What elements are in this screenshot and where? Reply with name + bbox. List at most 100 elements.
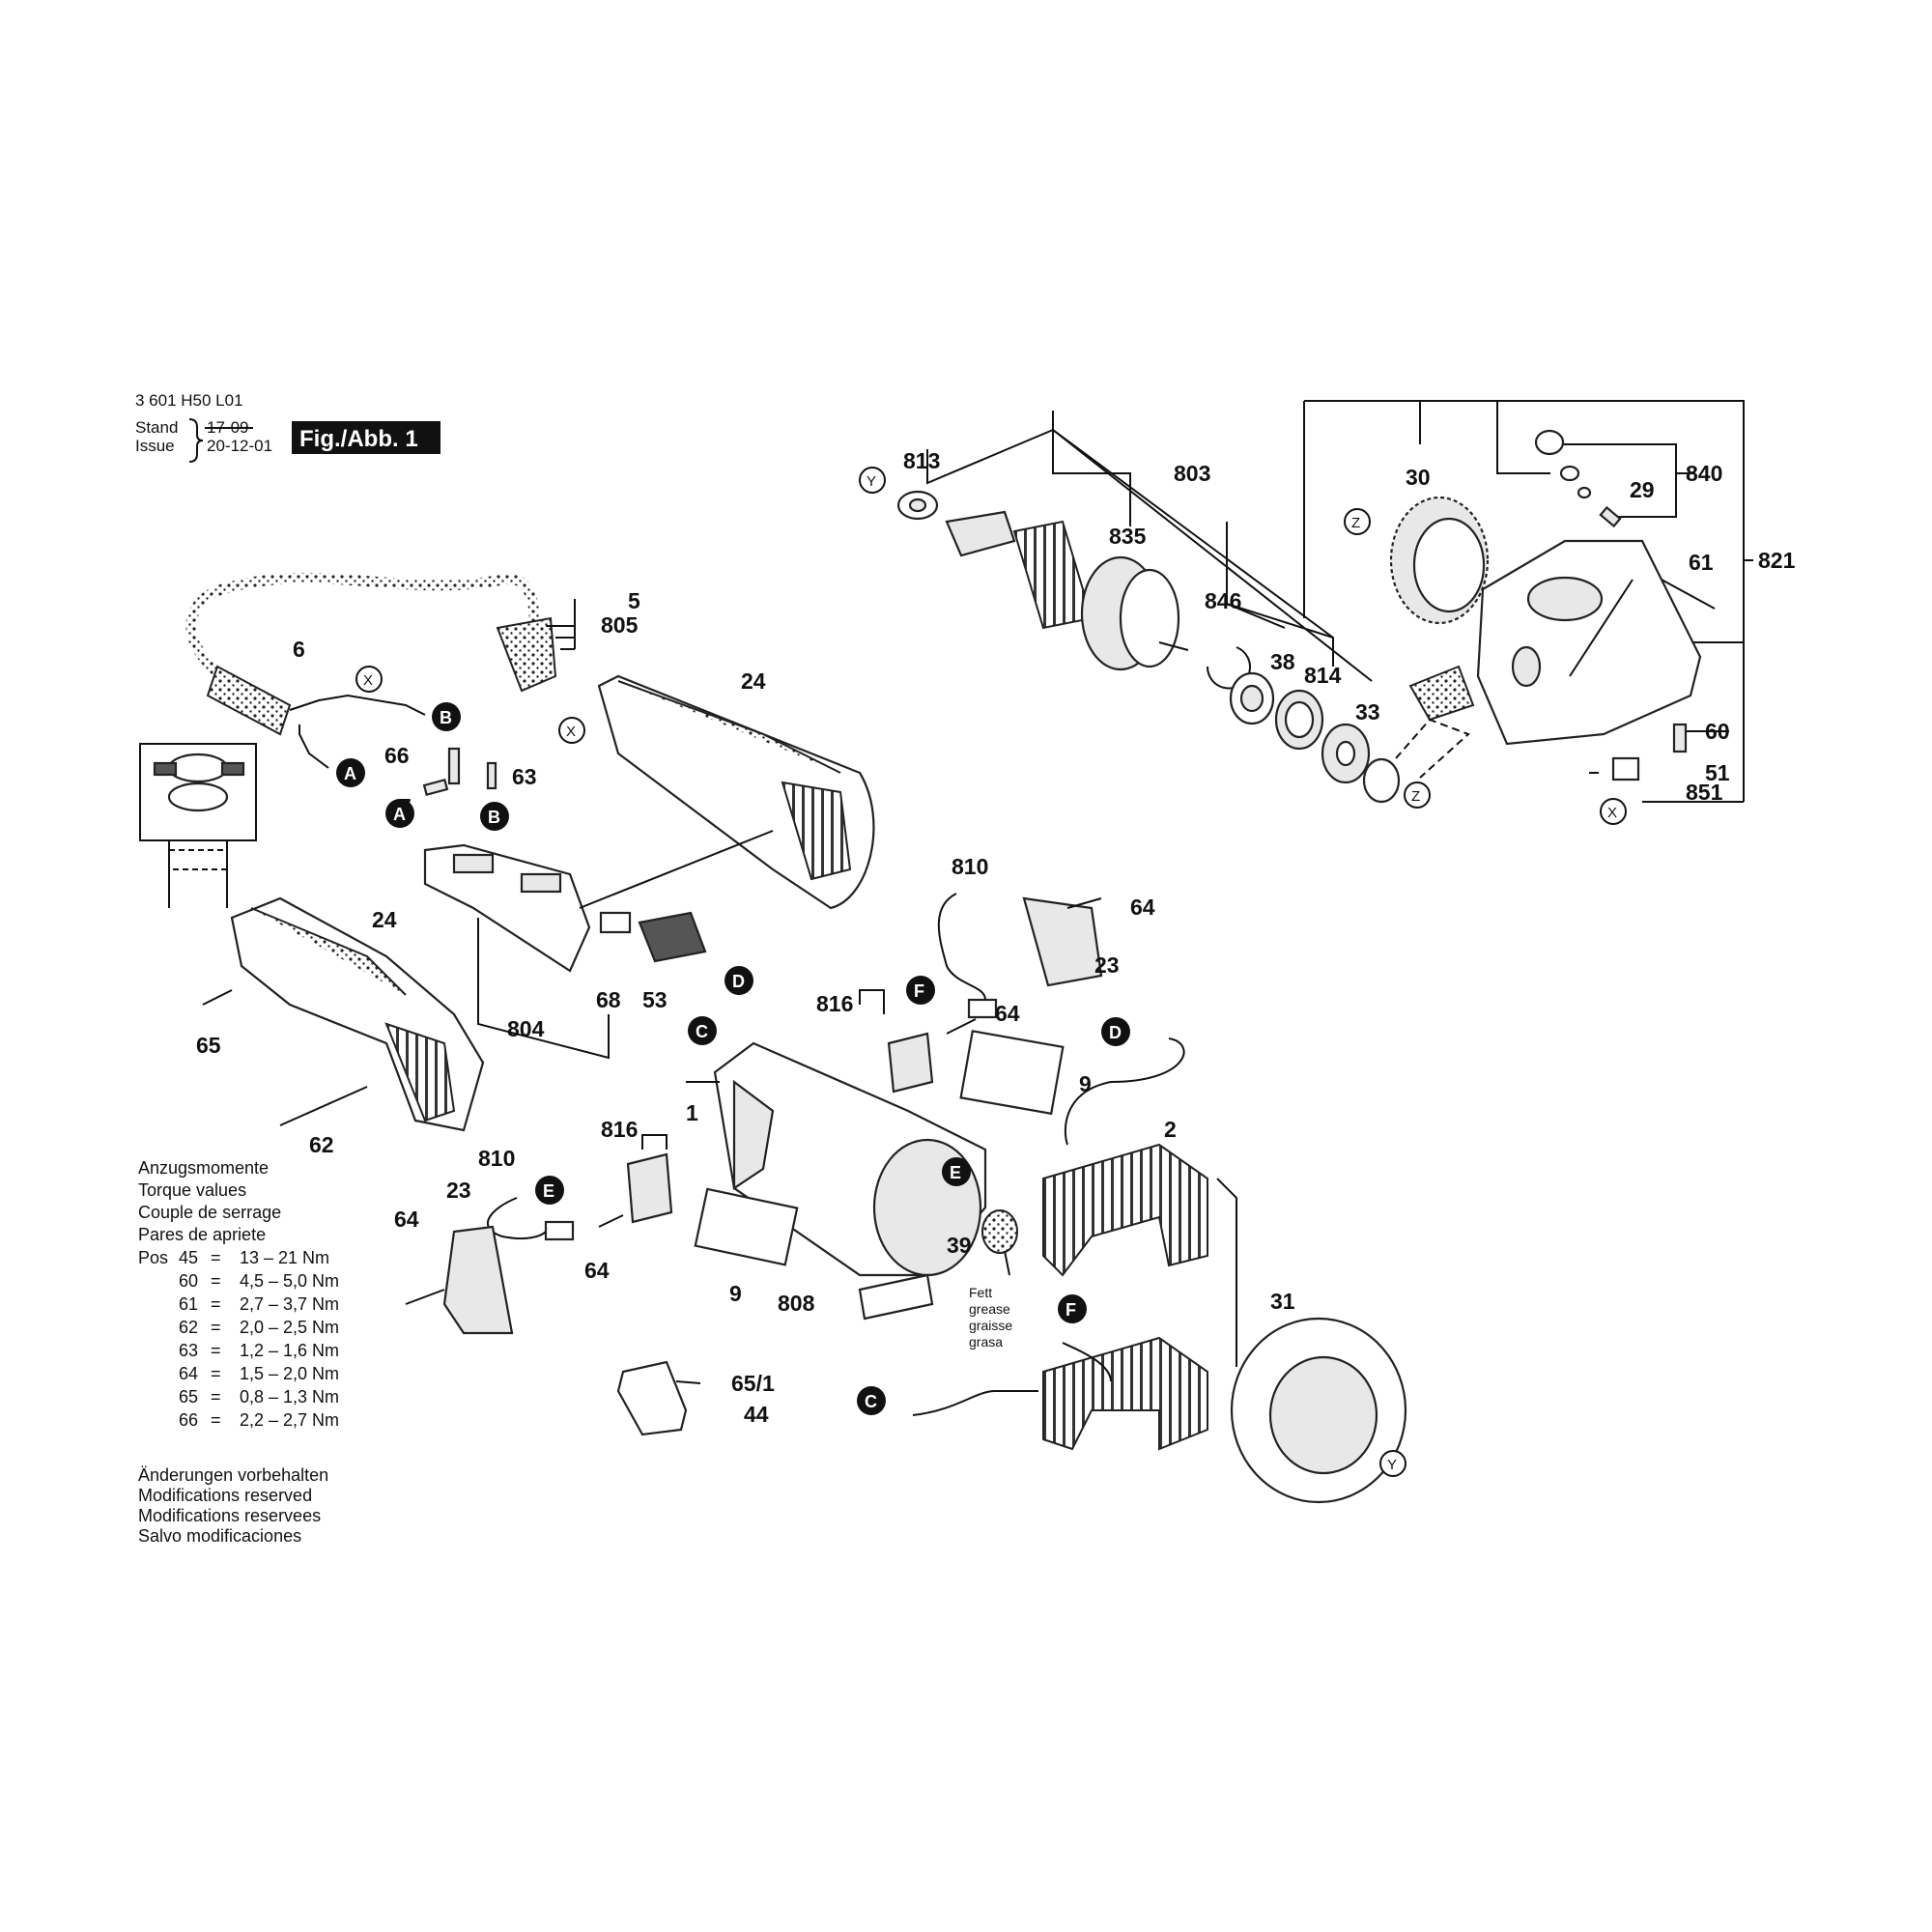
grease-es: grasa <box>969 1334 1003 1350</box>
ref-marker-b <box>480 802 509 831</box>
torque-table: Anzugsmomente Torque values Couple de se… <box>138 1158 339 1430</box>
svg-text:E: E <box>543 1181 554 1201</box>
part-label-64-left: 64 <box>394 1207 419 1232</box>
lower-handle-24 <box>202 896 485 1132</box>
nut-851 <box>1611 756 1640 781</box>
brush-cap-23-upper <box>1022 896 1103 987</box>
brace-icon <box>188 418 204 463</box>
torque-row-eq: = <box>211 1271 221 1291</box>
part-label-813: 813 <box>903 448 940 473</box>
switch-slider-53 <box>638 911 707 963</box>
part-label-39: 39 <box>947 1233 972 1258</box>
part-label-821: 821 <box>1758 548 1796 573</box>
grease-fr: graisse <box>969 1318 1012 1333</box>
issue-label: Issue <box>135 437 175 455</box>
bracket-840 <box>1546 443 1677 518</box>
svg-text:F: F <box>1065 1300 1076 1320</box>
part-label-62: 62 <box>309 1132 334 1157</box>
part-label-810-lower: 810 <box>478 1146 515 1171</box>
stator-lower <box>1042 1336 1208 1451</box>
part-label-65-1: 65/1 <box>731 1371 775 1396</box>
doc-number: 3 601 H50 L01 <box>135 391 243 410</box>
torque-row-eq: = <box>211 1248 221 1267</box>
svg-text:X: X <box>1607 805 1617 821</box>
torque-title-fr: Couple de serrage <box>138 1203 281 1222</box>
torque-row-pos: 63 <box>179 1341 198 1360</box>
switch-assembly <box>422 747 774 1060</box>
svg-text:Y: Y <box>867 473 876 490</box>
ref-marker-f <box>906 976 935 1005</box>
bracket-821 <box>1304 400 1745 802</box>
part-label-31: 31 <box>1270 1289 1295 1314</box>
part-label-60: 60 <box>1705 719 1730 744</box>
pad-9-lower <box>694 1187 799 1266</box>
svg-text:C: C <box>865 1392 877 1411</box>
torque-row-value: 13 – 21 Nm <box>240 1248 329 1267</box>
part-label-805: 805 <box>601 612 639 638</box>
reference-markers: A A B B C C D D E E F F X X X Y Y Z <box>336 467 1627 1477</box>
bracket-835 <box>1052 430 1131 526</box>
torque-row-pos: 60 <box>179 1271 198 1291</box>
torque-title-en: Torque values <box>138 1180 246 1200</box>
part-label-814: 814 <box>1304 663 1342 688</box>
screw-63 <box>486 761 497 790</box>
svg-text:D: D <box>732 972 745 991</box>
clamp-7 <box>422 778 449 797</box>
part-label-23-upper: 23 <box>1094 952 1120 978</box>
ref-marker-d <box>724 966 753 995</box>
pad-9-upper <box>959 1030 1065 1116</box>
ref-marker-d <box>1101 1017 1130 1046</box>
part-label-816-lower: 816 <box>601 1117 638 1142</box>
svg-text:F: F <box>914 981 924 1001</box>
part-label-61: 61 <box>1689 550 1714 575</box>
screw-66 <box>447 747 461 785</box>
part-numbers: 813 803 835 30 29 840 821 61 846 38 814 … <box>196 448 1796 1427</box>
switch-lock-44 <box>616 1360 688 1436</box>
power-cord <box>190 577 536 677</box>
screw-64-upper <box>1066 897 1102 909</box>
screw-62 <box>279 1086 368 1126</box>
screw-61 <box>1661 579 1716 610</box>
stand-label: Stand <box>135 418 178 437</box>
torque-row-pos: 61 <box>179 1294 198 1314</box>
bracket-813-803 <box>926 429 1054 485</box>
ref-marker-b <box>432 702 461 731</box>
part-label-29: 29 <box>1630 477 1655 502</box>
leader-803-33 <box>1052 429 1373 682</box>
ref-marker-c <box>857 1386 886 1415</box>
svg-text:A: A <box>393 805 406 824</box>
svg-text:Z: Z <box>1411 788 1420 805</box>
part-label-9-upper: 9 <box>1079 1071 1092 1096</box>
ref-marker-y <box>1379 1450 1406 1477</box>
grease-cap-39 <box>981 1209 1018 1254</box>
torque-row-eq: = <box>211 1318 221 1337</box>
grease-en: grease <box>969 1301 1010 1317</box>
ref-marker-y <box>859 467 886 494</box>
part-label-24-lower: 24 <box>372 907 397 932</box>
part-label-68: 68 <box>596 987 621 1012</box>
brush-holder-816-upper <box>887 1032 934 1094</box>
part-label-1: 1 <box>686 1100 698 1125</box>
screw-64-low <box>598 1214 624 1228</box>
wiring-schematic <box>139 743 257 908</box>
schematic-frame <box>139 743 257 841</box>
part-label-53: 53 <box>642 987 668 1012</box>
figure-label: Fig./Abb. 1 <box>299 426 418 452</box>
plug-805 <box>496 616 557 693</box>
ref-marker-x <box>558 717 585 744</box>
part-label-38: 38 <box>1270 649 1295 674</box>
bracket-846 <box>1226 522 1334 667</box>
torque-row-pos: 65 <box>179 1387 198 1406</box>
part-label-835: 835 <box>1109 524 1147 549</box>
schematic-brush-right <box>220 761 245 777</box>
torque-pos-label: Pos <box>138 1248 168 1267</box>
part-label-51: 51 <box>1705 760 1730 785</box>
part-label-66: 66 <box>384 743 410 768</box>
cord-guard-6 <box>206 665 292 736</box>
part-label-6: 6 <box>293 637 305 662</box>
torque-row-eq: = <box>211 1341 221 1360</box>
part-label-30: 30 <box>1406 465 1431 490</box>
part-label-24-upper: 24 <box>741 668 766 694</box>
torque-title-de: Anzugsmomente <box>138 1158 269 1178</box>
